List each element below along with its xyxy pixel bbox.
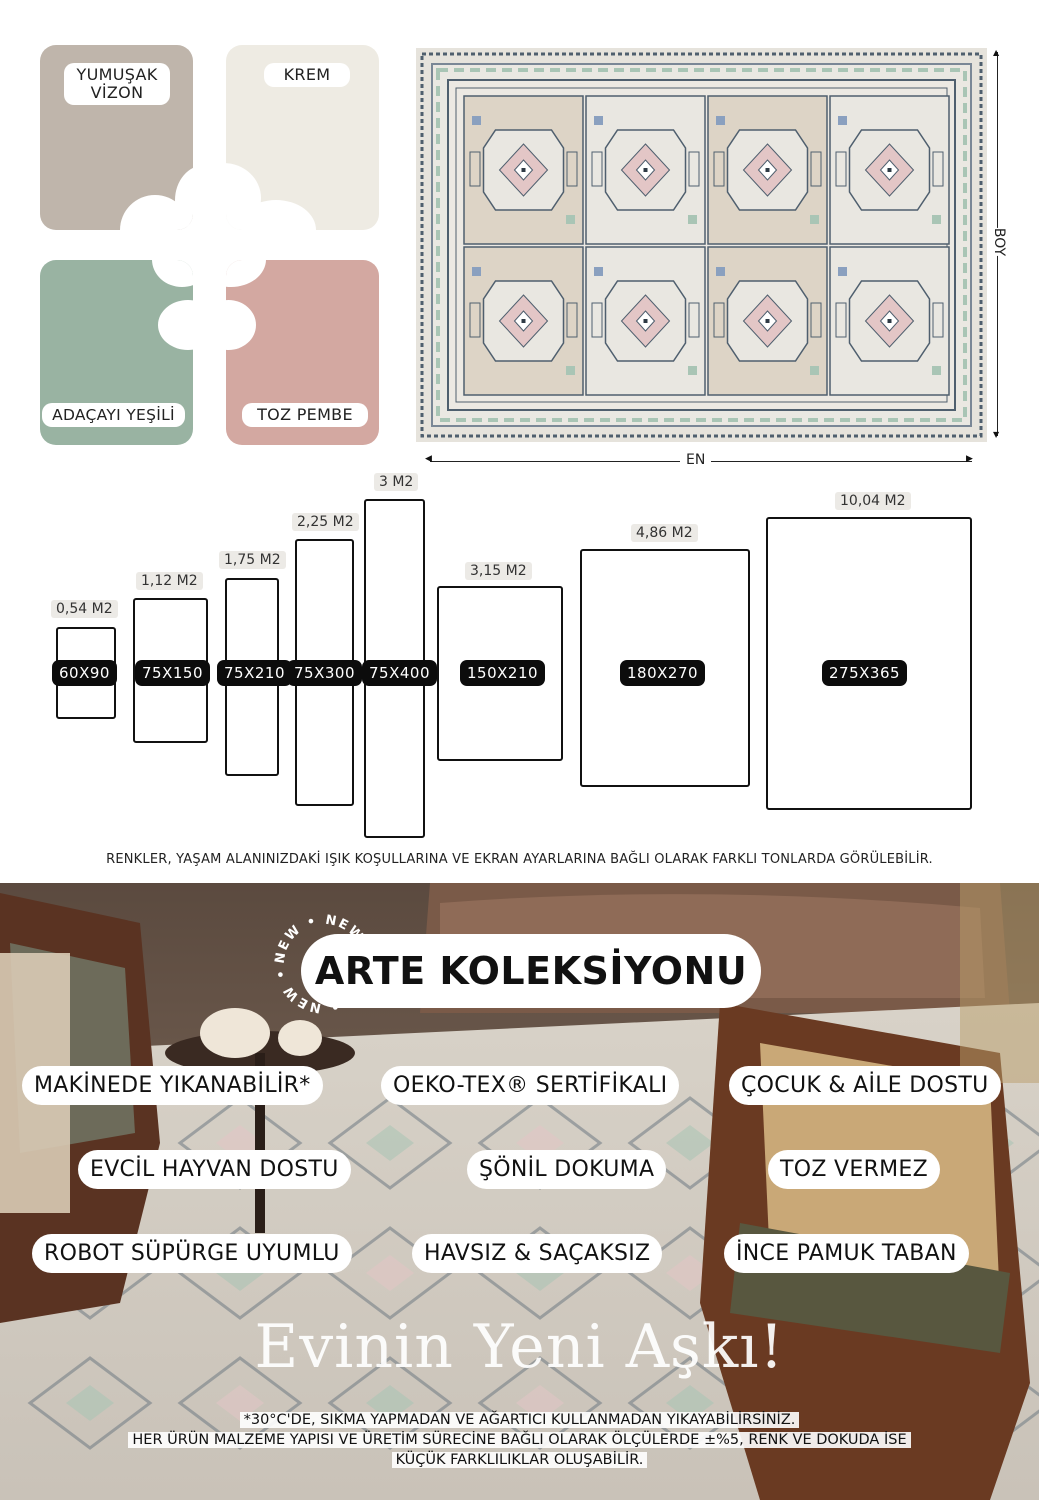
- floor-motif: [327, 1356, 453, 1450]
- area-badge: 4,86 M2: [631, 524, 698, 542]
- floor-motif: [27, 1356, 153, 1450]
- area-badge: 2,25 M2: [292, 513, 359, 531]
- rug-panel: [585, 95, 706, 245]
- swatch-soft-mink: YUMUŞAK VİZON: [40, 45, 193, 230]
- size-pill[interactable]: 60X90: [52, 660, 117, 686]
- floor-motif: [477, 1356, 603, 1450]
- swatch-label-line1: YUMUŞAK: [76, 65, 158, 84]
- footnote-line: *30°C'DE, SIKMA YAPMADAN VE AĞARTICI KUL…: [239, 1412, 800, 1428]
- swatch-cutout: [226, 300, 256, 350]
- size-pill[interactable]: 180X270: [620, 660, 706, 686]
- swatch-cream: KREM: [226, 45, 379, 230]
- rug-panel: [707, 95, 828, 245]
- width-label: EN: [680, 452, 712, 468]
- size-pill[interactable]: 75X210: [217, 660, 292, 686]
- area-badge: 0,54 M2: [51, 600, 118, 618]
- swatch-cutout: [152, 260, 193, 287]
- size-pill[interactable]: 75X150: [135, 660, 210, 686]
- swatch-label-line2: VİZON: [90, 83, 144, 102]
- rug-illustration: [416, 48, 987, 442]
- floor-motif: [66, 1385, 114, 1421]
- footnote-line: KÜÇÜK FARKLILIKLAR OLUŞABİLİR.: [391, 1452, 648, 1468]
- feature-pill: TOZ VERMEZ: [768, 1150, 941, 1189]
- feature-pill: İNCE PAMUK TABAN: [724, 1234, 969, 1273]
- swatch-label-sage: ADAÇAYI YEŞİLİ: [42, 403, 185, 427]
- rug-panel: [463, 246, 584, 396]
- feature-pill: EVCİL HAYVAN DOSTU: [78, 1150, 351, 1189]
- size-pill[interactable]: 275X365: [822, 660, 908, 686]
- rug-panel: [707, 246, 828, 396]
- floor-motif: [327, 1096, 453, 1190]
- rug-panel: [829, 95, 950, 245]
- floor-motif: [366, 1125, 414, 1161]
- width-arrow-head-right: ▶: [966, 454, 973, 464]
- rug-panel: [829, 246, 950, 396]
- swatch-label-pink: TOZ PEMBE: [242, 403, 368, 427]
- swatch-label-cream: KREM: [264, 63, 350, 87]
- swatch-dust-pink: TOZ PEMBE: [226, 260, 379, 445]
- feature-pill: OEKO-TEX® SERTİFİKALI: [381, 1066, 680, 1105]
- floor-motif: [666, 1125, 714, 1161]
- swatch-cutout: [158, 300, 193, 350]
- floor-motif: [177, 1356, 303, 1450]
- footnote-line: HER ÜRÜN MALZEME YAPISI VE ÜRETİM SÜRECİ…: [128, 1432, 911, 1448]
- swatch-sage-green: ADAÇAYI YEŞİLİ: [40, 260, 193, 445]
- height-label: BOY: [989, 227, 1010, 257]
- width-arrow-head-left: ◀: [425, 454, 432, 464]
- area-badge: 3,15 M2: [465, 562, 532, 580]
- swatch-label-soft-mink: YUMUŞAK VİZON: [64, 63, 170, 105]
- feature-pill: ROBOT SÜPÜRGE UYUMLU: [32, 1234, 352, 1273]
- feature-pill: ŞÖNİL DOKUMA: [467, 1150, 667, 1189]
- feature-pill: ÇOCUK & AİLE DOSTU: [729, 1066, 1001, 1105]
- height-arrow-head-top: ▲: [993, 48, 1000, 57]
- color-disclaimer: RENKLER, YAŞAM ALANINIZDAKİ IŞIK KOŞULLA…: [106, 852, 933, 867]
- area-badge: 1,12 M2: [136, 572, 203, 590]
- area-badge: 10,04 M2: [835, 492, 911, 510]
- feature-pill: MAKİNEDE YIKANABİLİR*: [22, 1066, 323, 1105]
- area-badge: 1,75 M2: [219, 551, 286, 569]
- footnote: *30°C'DE, SIKMA YAPMADAN VE AĞARTICI KUL…: [80, 1410, 959, 1470]
- rug-panel: [463, 95, 584, 245]
- swatch-cutout: [226, 260, 266, 287]
- slogan: Evinin Yeni Aşkı!: [254, 1312, 785, 1382]
- height-arrow-head-bottom: ▼: [993, 430, 1000, 439]
- swatch-cutout: [175, 165, 193, 230]
- size-pill[interactable]: 75X400: [362, 660, 437, 686]
- floor-motif: [366, 1255, 414, 1291]
- size-pill[interactable]: 150X210: [460, 660, 546, 686]
- area-badge: 3 M2: [374, 473, 419, 491]
- rug-panel: [585, 246, 706, 396]
- feature-pill: HAVSIZ & SAÇAKSIZ: [412, 1234, 663, 1273]
- collection-title: ARTE KOLEKSİYONU: [301, 934, 761, 1008]
- size-pill[interactable]: 75X300: [287, 660, 362, 686]
